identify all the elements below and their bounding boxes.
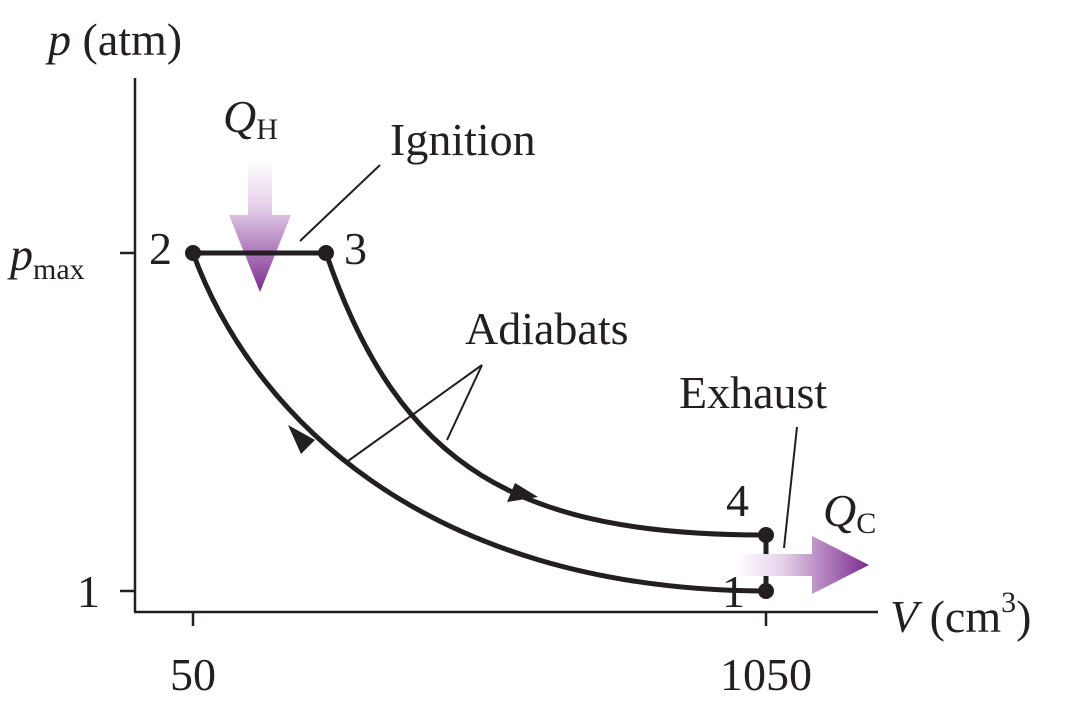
ignition-label: Ignition xyxy=(390,114,536,165)
heat-out-label: QC xyxy=(823,485,876,540)
adiabats-leader-left xyxy=(347,364,483,462)
state-point-4 xyxy=(758,527,774,543)
x-tick-label-1050: 1050 xyxy=(720,649,812,700)
exhaust-leader xyxy=(783,426,798,549)
ignition-leader xyxy=(299,164,381,242)
point-label-1: 1 xyxy=(722,566,745,617)
expansion-direction-arrowhead xyxy=(507,483,538,502)
point-label-2: 2 xyxy=(149,223,172,274)
adiabatic-compression-curve xyxy=(190,250,769,594)
y-axis-label: p (atm) xyxy=(45,14,182,65)
heat-in-label: QH xyxy=(223,91,278,146)
compression-direction-arrowhead xyxy=(288,425,315,454)
adiabats-label: Adiabats xyxy=(465,303,629,354)
y-tick-label-pmax: pmax xyxy=(7,229,85,286)
heat-out-arrow xyxy=(736,536,869,594)
x-tick-label-50: 50 xyxy=(170,649,216,700)
state-point-3 xyxy=(318,245,334,261)
state-point-2 xyxy=(185,245,201,261)
y-tick-label-1: 1 xyxy=(77,566,100,617)
heat-in-arrow xyxy=(229,160,291,292)
adiabatic-expansion-curve xyxy=(323,250,769,538)
point-label-4: 4 xyxy=(726,475,749,526)
adiabats-leader-right xyxy=(446,364,483,441)
state-point-1 xyxy=(758,583,774,599)
exhaust-label: Exhaust xyxy=(679,367,827,418)
x-axis-label: V (cm3) xyxy=(890,586,1031,642)
point-label-3: 3 xyxy=(344,223,367,274)
